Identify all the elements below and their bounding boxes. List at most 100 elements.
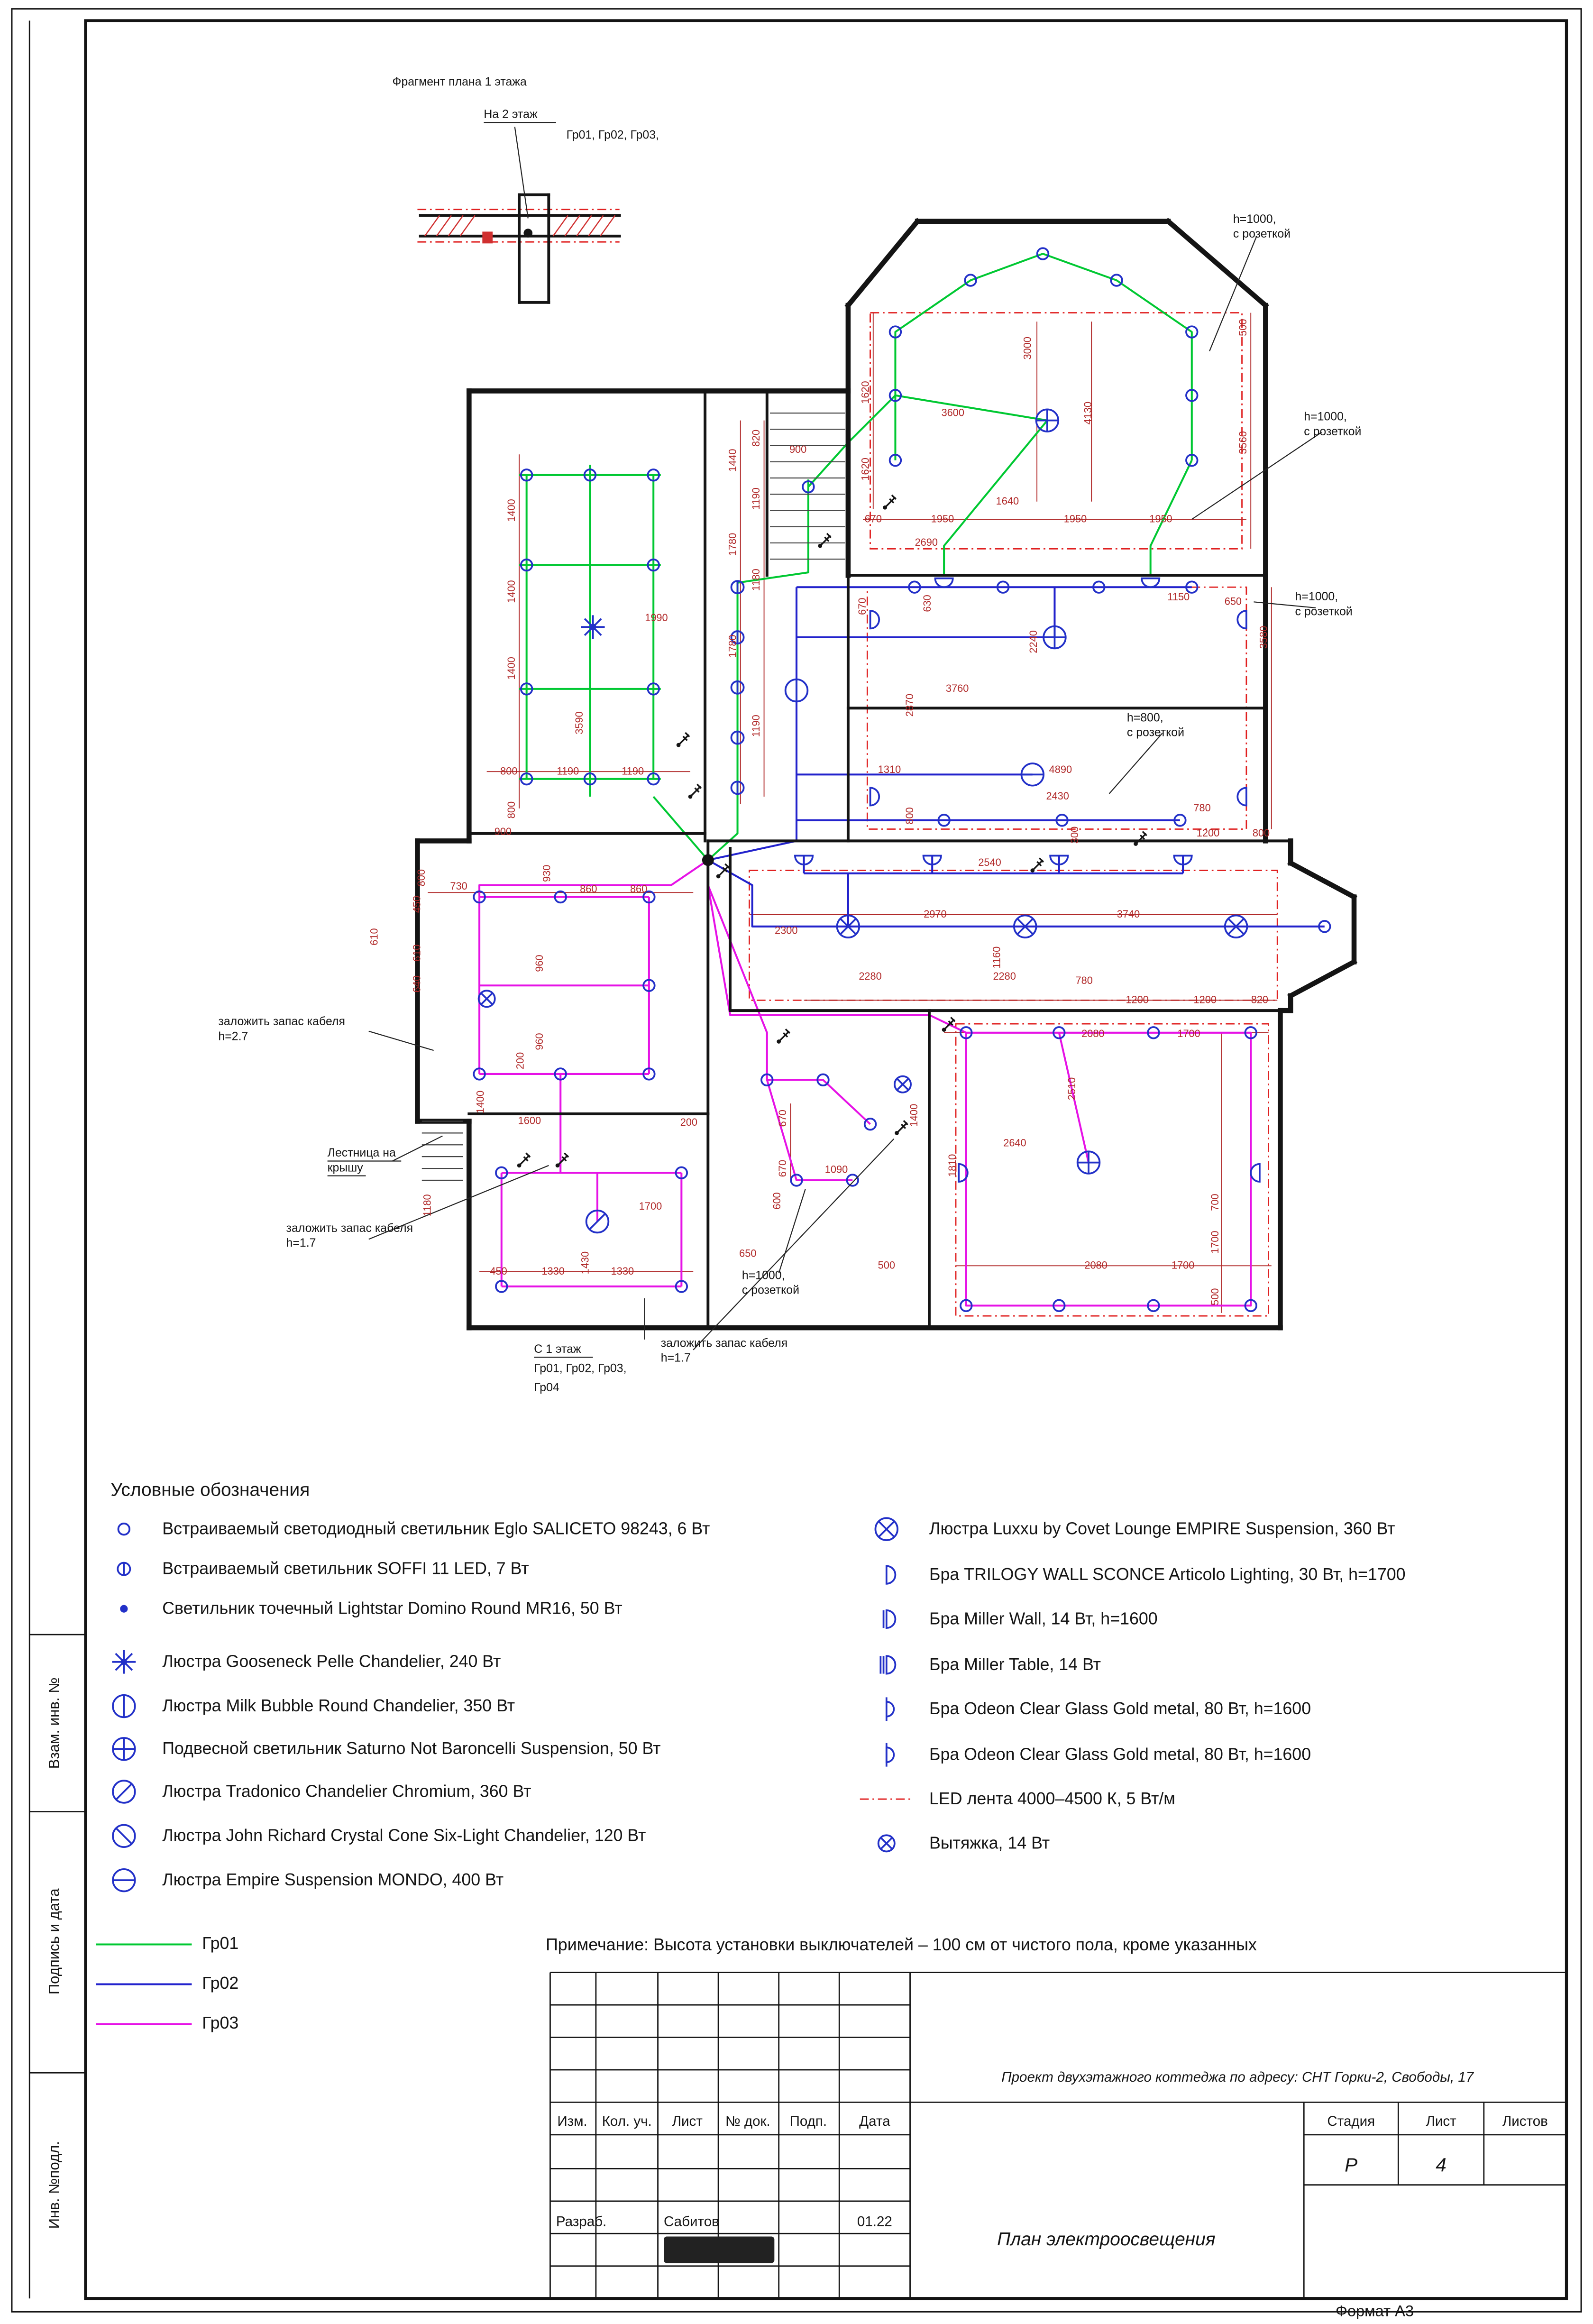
legend-label: LED лента 4000–4500 К, 5 Вт/м bbox=[929, 1789, 1175, 1808]
symbol-sconce-icon bbox=[885, 1565, 897, 1585]
symbol-spot-icon bbox=[1055, 814, 1069, 827]
wall-hatch bbox=[552, 215, 568, 237]
dimension-label: 2280 bbox=[993, 970, 1016, 982]
symbol-mondo-icon bbox=[1020, 762, 1044, 787]
tb-col-data: Дата bbox=[859, 2113, 890, 2129]
dimension-label: 1330 bbox=[611, 1265, 634, 1277]
dimension-label: 1780 bbox=[726, 634, 738, 657]
symbol-soffi-icon bbox=[730, 580, 745, 595]
drawing-frame: Взам. инв. № Подпись и дата Инв. №подл. bbox=[11, 8, 1582, 2313]
wire-Гр01 bbox=[894, 253, 1193, 460]
dimension-label: 900 bbox=[494, 826, 512, 837]
symbol-spot-icon bbox=[583, 468, 597, 482]
legend-label: Подвесной светильник Saturno Not Baronce… bbox=[162, 1739, 660, 1758]
symbol-switch-icon bbox=[555, 1152, 569, 1168]
wire-Гр03 bbox=[707, 884, 871, 1125]
dimension-label: 1330 bbox=[541, 1265, 564, 1277]
dimension-label: 2300 bbox=[775, 924, 797, 936]
title-block: Изм. Кол. уч. Лист № док. Подп. Дата Раз… bbox=[549, 1972, 1566, 2320]
symbol-saturno-icon bbox=[1076, 1150, 1101, 1175]
symbol-spot-icon bbox=[1185, 453, 1199, 467]
junction-dot bbox=[702, 854, 714, 866]
dimension-label: 500 bbox=[1209, 1288, 1221, 1305]
led-strip bbox=[870, 312, 1243, 550]
symbol-spot-icon bbox=[1092, 580, 1106, 594]
dimension-label: 610 bbox=[411, 945, 423, 962]
wire-Гр01 bbox=[943, 420, 1048, 576]
dimension-label: 1200 bbox=[1194, 994, 1217, 1006]
dimension-label: 700 bbox=[1209, 1194, 1221, 1211]
symbol-spot-icon bbox=[583, 772, 597, 786]
dimension-label: 1700 bbox=[1209, 1231, 1221, 1253]
wire-Гр01 bbox=[1149, 459, 1193, 576]
symbol-sconce-icon bbox=[1250, 1163, 1261, 1183]
symbol-switch-icon bbox=[676, 732, 690, 747]
symbol-soffi-icon bbox=[730, 730, 745, 745]
dimension-label: 960 bbox=[533, 955, 545, 972]
symbol-switch-icon bbox=[942, 1017, 956, 1032]
plan-annotation: h=1000,с розеткой bbox=[742, 1268, 799, 1296]
symbol-spot-icon bbox=[1185, 580, 1199, 594]
dimension-label: 4130 bbox=[1082, 402, 1094, 424]
symbol-spot-icon bbox=[1053, 1026, 1066, 1039]
symbol-spot-icon bbox=[675, 1166, 688, 1180]
symbol-spot-icon bbox=[647, 682, 660, 696]
plan-annotation: С 1 этаж bbox=[534, 1342, 581, 1356]
symbol-spot-icon bbox=[790, 1174, 803, 1187]
symbol-fan-icon bbox=[894, 1075, 912, 1093]
dimension-label: 450 bbox=[490, 1265, 507, 1277]
dimension-label: 1310 bbox=[878, 763, 901, 775]
symbol-spot-icon bbox=[964, 274, 977, 287]
symbol-soffi-icon bbox=[117, 1562, 131, 1576]
symbol-soffi-icon bbox=[730, 680, 745, 695]
wall-hatch bbox=[564, 215, 580, 237]
plan-annotation: h=1000,с розеткой bbox=[1304, 410, 1361, 438]
symbol-spot-icon bbox=[960, 1026, 973, 1039]
legend-label: Люстра Gooseneck Pelle Chandelier, 240 В… bbox=[162, 1652, 501, 1671]
tb-col-list: Лист bbox=[672, 2113, 703, 2129]
symbol-goose-icon bbox=[581, 615, 605, 639]
symbol-spot-icon bbox=[960, 1299, 973, 1313]
wire-Гр01 bbox=[807, 395, 896, 488]
legend-label: Светильник точечный Lightstar Domino Rou… bbox=[162, 1599, 622, 1618]
dimension-label: 1190 bbox=[557, 765, 579, 777]
symbol-goose-icon bbox=[112, 1650, 136, 1674]
dimension-label: 860 bbox=[580, 883, 597, 895]
wire-Гр01 bbox=[895, 394, 1048, 422]
dimension-label: 800 bbox=[415, 869, 427, 886]
dimension-label: 1090 bbox=[825, 1163, 848, 1175]
symbol-spot-icon bbox=[647, 468, 660, 482]
dimension-label: 1950 bbox=[1064, 513, 1087, 524]
symbol-mr16-icon bbox=[120, 1605, 128, 1613]
dimension-label: 500 bbox=[1237, 319, 1249, 336]
dimension-label: 1700 bbox=[1177, 1028, 1200, 1039]
format-label: Формат А3 bbox=[1336, 2302, 1414, 2320]
dimension-label: 900 bbox=[789, 443, 806, 455]
dimension-label: 1400 bbox=[908, 1104, 920, 1127]
symbol-spot-icon bbox=[520, 468, 533, 482]
dimension-label: 1160 bbox=[990, 946, 1002, 969]
symbol-switch-icon bbox=[716, 863, 730, 879]
signature-stamp bbox=[664, 2236, 775, 2263]
symbol-spot-icon bbox=[937, 814, 951, 827]
dimension-label: 2540 bbox=[978, 856, 1001, 868]
dimension-label: 630 bbox=[921, 595, 933, 612]
dimension-label: 3590 bbox=[573, 711, 585, 734]
symbol-milk-icon bbox=[112, 1694, 136, 1718]
legend-label: Вытяжка, 14 Вт bbox=[929, 1833, 1050, 1852]
symbol-sconce-icon bbox=[869, 610, 880, 630]
symbol-odeon-icon bbox=[885, 1697, 895, 1721]
tb-stage-value: Р bbox=[1345, 2154, 1357, 2176]
tb-col-koluch: Кол. уч. bbox=[602, 2113, 652, 2129]
wall-hatch bbox=[588, 215, 604, 237]
dimension-label: 600 bbox=[771, 1192, 783, 1209]
leader-line bbox=[1108, 733, 1163, 794]
wire-Гр03 bbox=[707, 885, 967, 1034]
plan-annotation: На 2 этаж bbox=[484, 108, 538, 121]
dimension-label: 2510 bbox=[1066, 1077, 1078, 1100]
tb-sheet-label: Лист bbox=[1426, 2113, 1456, 2129]
symbol-empirex-icon bbox=[836, 914, 861, 939]
